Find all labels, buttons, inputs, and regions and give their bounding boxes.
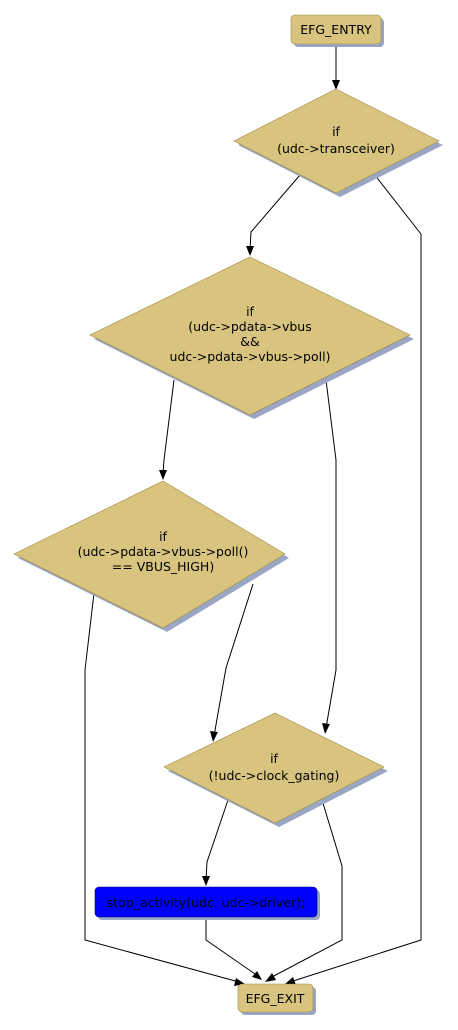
decision-clock-gating-shape — [163, 712, 385, 824]
entry-node-label: EFG_ENTRY — [300, 22, 372, 37]
arrowhead-d4-left — [210, 731, 218, 742]
edge-d3-to-exit — [84, 592, 240, 983]
exit-node: EFG_EXIT — [237, 983, 316, 1015]
decision-clock-gating: if (!udc->clock_gating) — [163, 712, 388, 827]
decision-transceiver-line-1: if — [332, 124, 340, 139]
arrowhead-exit-mid — [265, 973, 276, 982]
decision-transceiver-shape — [233, 88, 440, 194]
entry-node: EFG_ENTRY — [290, 14, 384, 47]
decision-vbus-poll-line-4: udc->pdata->vbus->poll) — [170, 349, 331, 364]
edge-d4-to-exit — [269, 799, 343, 979]
decision-transceiver: if (udc->transceiver) — [233, 88, 443, 197]
arrowhead-d3 — [159, 470, 167, 480]
edge-d2-to-d3 — [162, 379, 175, 475]
arrowhead-d4-right — [322, 723, 330, 734]
decision-vbus-poll-shape — [89, 256, 411, 416]
arrowhead-exit-action — [252, 971, 262, 980]
decision-vbus-high-shape — [13, 480, 286, 629]
entry-node-box — [290, 14, 382, 45]
decision-vbus-high-line-1: if — [159, 529, 167, 544]
decision-clock-gating-line-2: (!udc->clock_gating) — [209, 768, 340, 783]
decision-vbus-poll-line-3: && — [240, 334, 260, 349]
decision-clock-gating-line-1: if — [270, 751, 278, 766]
edge-action-to-exit — [205, 918, 259, 977]
decision-vbus-poll: if (udc->pdata->vbus && udc->pdata->vbus… — [89, 256, 414, 419]
edge-d2-to-d4 — [325, 379, 337, 729]
arrowhead-action — [202, 876, 210, 886]
edges — [84, 45, 422, 986]
action-stop-activity-label: stop_activity(udc, udc->driver); — [107, 895, 305, 910]
decision-vbus-poll-line-1: if — [246, 304, 254, 319]
action-stop-activity-box — [94, 886, 318, 918]
decision-vbus-high-line-3: == VBUS_HIGH) — [112, 559, 214, 574]
edge-d3-to-d4 — [213, 583, 254, 737]
decision-vbus-poll-line-2: (udc->pdata->vbus — [188, 319, 311, 334]
decision-vbus-high-line-2: (udc->pdata->vbus->poll() — [78, 544, 249, 559]
exit-node-label: EFG_EXIT — [246, 991, 305, 1006]
edge-d1-to-d2 — [249, 174, 301, 251]
arrowhead-d2 — [246, 246, 254, 256]
edge-d1-to-exit — [289, 173, 422, 983]
arrowhead-exit-right — [285, 977, 296, 985]
exit-node-box — [237, 983, 314, 1013]
action-stop-activity: stop_activity(udc, udc->driver); — [94, 886, 320, 920]
edge-d4-to-action — [205, 799, 229, 881]
decision-transceiver-line-2: (udc->transceiver) — [277, 141, 395, 156]
arrowhead-d1 — [332, 80, 340, 90]
decision-vbus-high: if (udc->pdata->vbus->poll() == VBUS_HIG… — [13, 480, 289, 632]
